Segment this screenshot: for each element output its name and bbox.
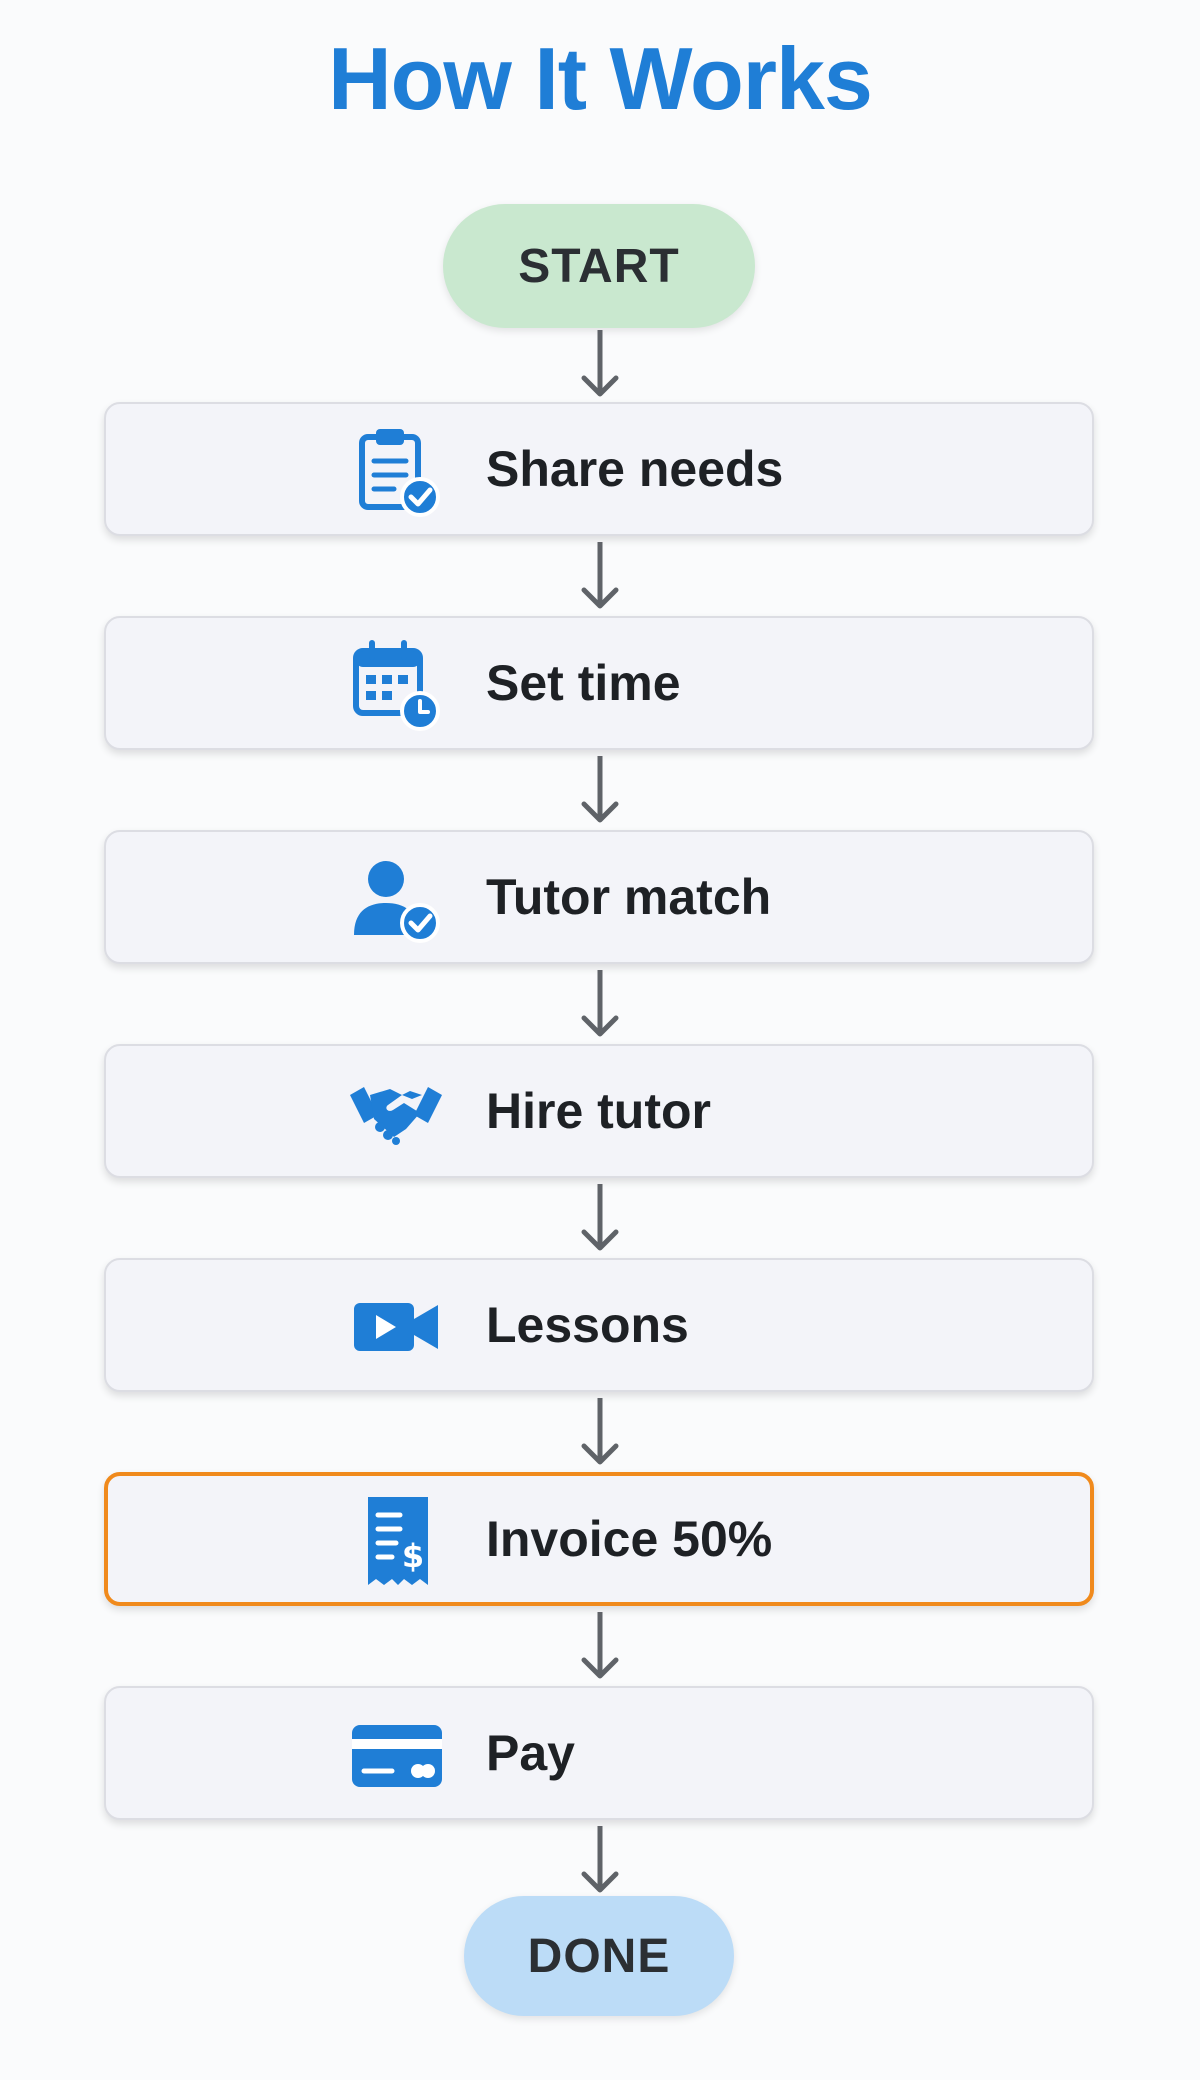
step-lessons: Lessons — [104, 1258, 1094, 1392]
step-label: Share needs — [486, 441, 784, 497]
flow-arrow — [580, 542, 620, 610]
step-label: Lessons — [486, 1297, 689, 1353]
flow-arrow — [580, 756, 620, 824]
flow-arrow — [580, 970, 620, 1038]
end-node: DONE — [464, 1896, 734, 2016]
flow-arrow — [580, 330, 620, 398]
page-title: How It Works — [328, 29, 873, 128]
start-node: START — [443, 204, 755, 328]
step-hire-tutor: Hire tutor — [104, 1044, 1094, 1178]
credit-card-icon — [348, 1707, 444, 1803]
step-share-needs: Share needs — [104, 402, 1094, 536]
calendar-clock-icon — [348, 637, 444, 733]
step-label: Invoice 50% — [486, 1511, 773, 1567]
receipt-dollar-icon: $ — [350, 1493, 446, 1589]
flow-arrow — [580, 1612, 620, 1680]
flow-arrow — [580, 1826, 620, 1894]
step-pay: Pay — [104, 1686, 1094, 1820]
step-label: Tutor match — [486, 869, 772, 925]
svg-text:$: $ — [402, 1537, 424, 1575]
flow-arrow — [580, 1184, 620, 1252]
flow-arrow — [580, 1398, 620, 1466]
step-invoice: $ Invoice 50% — [104, 1472, 1094, 1606]
video-camera-icon — [348, 1279, 444, 1375]
step-label: Set time — [486, 655, 681, 711]
clipboard-check-icon — [348, 423, 444, 519]
step-label: Pay — [486, 1725, 575, 1781]
handshake-icon — [348, 1065, 444, 1161]
user-check-icon — [348, 851, 444, 947]
step-set-time: Set time — [104, 616, 1094, 750]
step-label: Hire tutor — [486, 1083, 711, 1139]
step-tutor-match: Tutor match — [104, 830, 1094, 964]
